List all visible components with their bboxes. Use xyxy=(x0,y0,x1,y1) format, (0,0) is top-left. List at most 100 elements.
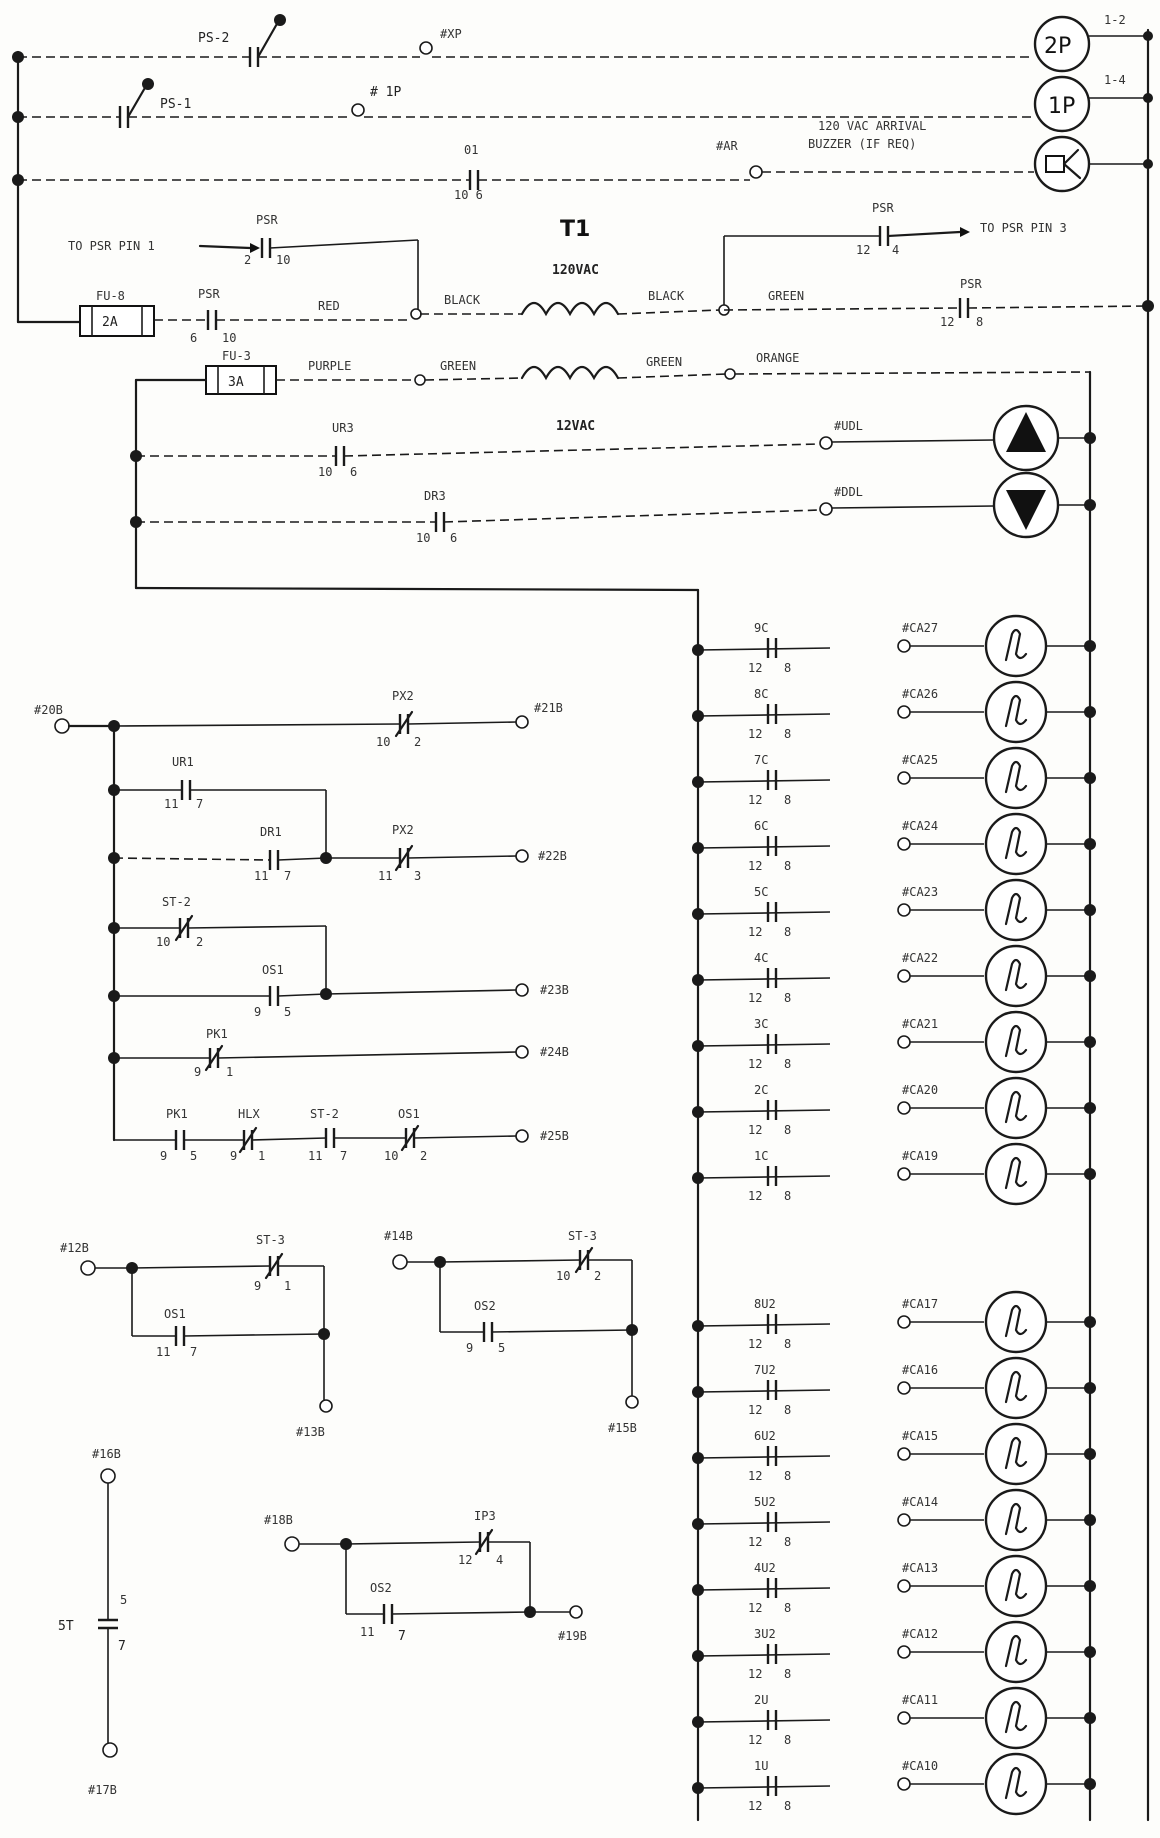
hall-lamp-4-terminal xyxy=(897,1579,911,1593)
ref-1-2: 1-2 xyxy=(1104,13,1126,27)
buzzer-note-1: 120 VAC ARRIVAL xyxy=(818,119,926,133)
car-lamp-8-filament-icon xyxy=(1004,1156,1028,1190)
car-lamp-6-return-dot xyxy=(1084,1036,1096,1048)
hall-lamp-3-terminal-label: #CA14 xyxy=(902,1495,938,1509)
st2b-name: ST-2 xyxy=(310,1107,339,1121)
hall-lamp-4-lamp-icon xyxy=(984,1554,1048,1618)
hall-lamp-0-terminal-label: #CA17 xyxy=(902,1297,938,1311)
block16-pt: 5 xyxy=(120,1593,127,1607)
ur3-label: UR3 xyxy=(332,421,354,435)
car-lamp-6-terminal-label: #CA21 xyxy=(902,1017,938,1031)
terminal-ddl: #DDL xyxy=(834,485,863,499)
terminal-17b: #17B xyxy=(88,1783,117,1797)
fuse-fu3-name: FU-3 xyxy=(222,349,251,363)
ur1-pl: 11 xyxy=(164,797,178,811)
direction-rungs: UR3 10 6 #UDL DR3 10 6 #DDL xyxy=(130,404,1096,545)
hall-lamp-5-contact-label: 3U2 xyxy=(754,1627,776,1641)
car-lamp-4-contact-label: 5C xyxy=(754,885,768,899)
hall-lamp-3-pin-right: 8 xyxy=(784,1535,791,1549)
hall-lamp-1-filament-icon xyxy=(1004,1370,1028,1404)
terminal-16b: #16B xyxy=(92,1447,121,1461)
hall-lamp-5-terminal-label: #CA12 xyxy=(902,1627,938,1641)
hall-lamp-6-filament-icon xyxy=(1004,1700,1028,1734)
car-lamp-2-wire xyxy=(697,779,831,783)
b18-os2-pr: 7 xyxy=(398,1629,406,1644)
buzzer-pins: 10 6 xyxy=(454,188,483,202)
hall-lamp-1-return-dot xyxy=(1084,1382,1096,1394)
psr-a-pr: 10 xyxy=(276,253,290,267)
terminal-15b: #15B xyxy=(608,1421,637,1435)
psr-c-name: PSR xyxy=(872,201,894,215)
terminal-20b: #20B xyxy=(34,703,63,717)
power-rails xyxy=(16,28,1150,1822)
car-lamp-2-filament-icon xyxy=(1004,760,1028,794)
car-lamp-0-terminal xyxy=(897,639,911,653)
px2a-name: PX2 xyxy=(392,689,414,703)
car-lamp-1-wire xyxy=(697,713,831,717)
hall-lamp-4-pin-left: 12 xyxy=(748,1601,762,1615)
car-lamp-6-filament-icon xyxy=(1004,1024,1028,1058)
terminal-13b: #13B xyxy=(296,1425,325,1439)
os1b-name: OS1 xyxy=(398,1107,420,1121)
hall-lamp-3-contact-label: 5U2 xyxy=(754,1495,776,1509)
car-lamp-7-terminal-label: #CA20 xyxy=(902,1083,938,1097)
primary-coil xyxy=(520,301,620,317)
car-lamp-0-wire xyxy=(697,647,831,651)
car-lamp-0-contact-label: 9C xyxy=(754,621,768,635)
car-lamp-0-terminal-label: #CA27 xyxy=(902,621,938,635)
ur1-name: UR1 xyxy=(172,755,194,769)
hall-lamp-1-terminal-label: #CA16 xyxy=(902,1363,938,1377)
b18-ip3-pr: 4 xyxy=(496,1553,503,1567)
car-lamp-4-terminal-label: #CA23 xyxy=(902,885,938,899)
lamp-1p-label: 1P xyxy=(1048,94,1075,119)
secondary-voltage: 12VAC xyxy=(556,419,595,434)
car-lamp-8-wire xyxy=(697,1175,831,1179)
px2b-pl: 11 xyxy=(378,869,392,883)
hall-lamp-4-return-dot xyxy=(1084,1580,1096,1592)
car-lamp-2-terminal xyxy=(897,771,911,785)
car-lamp-1-pin-left: 12 xyxy=(748,727,762,741)
ur3-pr: 6 xyxy=(350,465,357,479)
dr3-label: DR3 xyxy=(424,489,446,503)
st2a-pl: 10 xyxy=(156,935,170,949)
car-lamp-3-pin-right: 8 xyxy=(784,859,791,873)
hall-lamp-6-contact-label: 2U xyxy=(754,1693,768,1707)
to-psr-pin3: TO PSR PIN 3 xyxy=(980,221,1067,235)
os1b-pl: 10 xyxy=(384,1149,398,1163)
hall-lamp-6-pin-left: 12 xyxy=(748,1733,762,1747)
b12-os1-name: OS1 xyxy=(164,1307,186,1321)
hall-lamp-4-wire xyxy=(697,1587,831,1591)
hall-lamp-6-lamp-icon xyxy=(984,1686,1048,1750)
hall-lamp-5-filament-icon xyxy=(1004,1634,1028,1668)
rung-buzzer: 01 10 6 #AR 120 VAC ARRIVAL BUZZER (IF R… xyxy=(18,119,1153,202)
hall-lamp-2-filament-icon xyxy=(1004,1436,1028,1470)
pk1a-pr: 1 xyxy=(226,1065,233,1079)
b14-st3-name: ST-3 xyxy=(568,1229,597,1243)
hall-lamp-7-filament-icon xyxy=(1004,1766,1028,1800)
psr-b-name: PSR xyxy=(198,287,220,301)
car-lamp-4-pin-right: 8 xyxy=(784,925,791,939)
wire-green2: GREEN xyxy=(440,359,476,373)
terminal-xp: #XP xyxy=(440,27,462,41)
car-lamp-4-terminal xyxy=(897,903,911,917)
car-lamp-2-pin-left: 12 xyxy=(748,793,762,807)
os1a-name: OS1 xyxy=(262,963,284,977)
ur3-pl: 10 xyxy=(318,465,332,479)
hall-lamp-2-return-dot xyxy=(1084,1448,1096,1460)
terminal-23b: #23B xyxy=(540,983,569,997)
psr-b-pr: 10 xyxy=(222,331,236,345)
b14-os2-pl: 9 xyxy=(466,1341,473,1355)
b14-os2-name: OS2 xyxy=(474,1299,496,1313)
logic-network: #20B PX2 10 2 #21B UR1 11 7 DR1 11 7 xyxy=(34,689,569,1163)
down-arrow-icon xyxy=(1006,490,1046,530)
px2b-name: PX2 xyxy=(392,823,414,837)
psr-c-pl: 12 xyxy=(856,243,870,257)
b18-os2-name: OS2 xyxy=(370,1581,392,1595)
b12-st3-name: ST-3 xyxy=(256,1233,285,1247)
hall-lamp-3-terminal xyxy=(897,1513,911,1527)
dr3-pl: 10 xyxy=(416,531,430,545)
car-lamp-5-pin-right: 8 xyxy=(784,991,791,1005)
car-lamp-1-return-dot xyxy=(1084,706,1096,718)
